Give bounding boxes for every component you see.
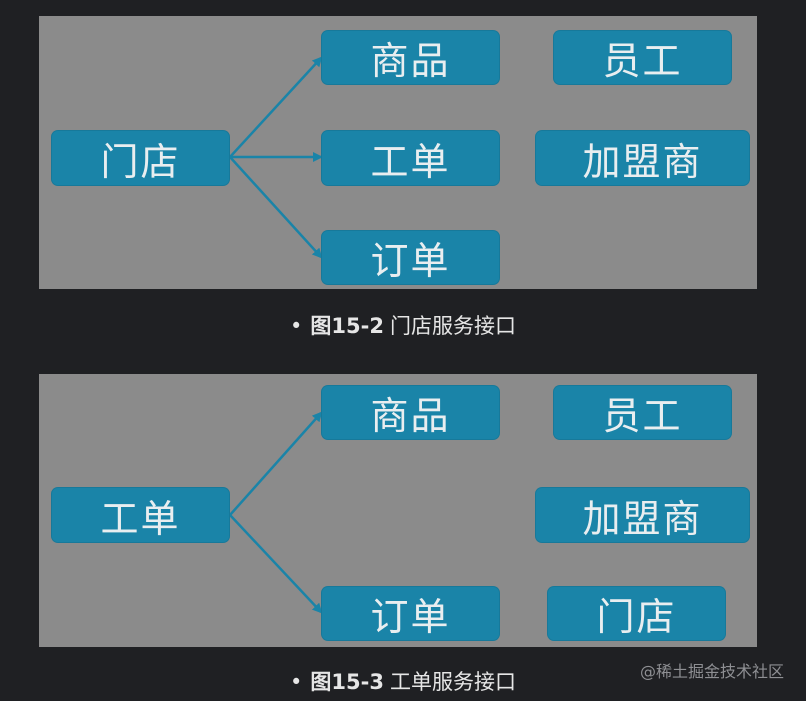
node-source: 工单: [51, 487, 230, 543]
node-side-mid: 加盟商: [535, 130, 750, 186]
arrows-layer: [229, 411, 323, 614]
node-target-bottom: 订单: [321, 230, 500, 285]
node-source: 门店: [51, 130, 230, 186]
arrows-layer: [229, 56, 323, 259]
diagram-store-service: 门店 商品 工单 订单 员工 加盟商: [39, 16, 757, 289]
diagram-workorder-service: 工单 商品 订单 员工 加盟商 门店: [39, 374, 757, 647]
node-side-top: 员工: [553, 385, 732, 440]
arrow-to-bottom: [229, 514, 323, 614]
caption-label: 图15-2: [310, 314, 384, 338]
caption-label: 图15-3: [310, 670, 384, 694]
arrow-to-top: [229, 56, 323, 158]
arrow-to-top: [229, 411, 323, 516]
caption-bullet: •: [290, 314, 303, 338]
watermark: @稀土掘金技术社区: [639, 662, 784, 681]
node-target-top: 商品: [321, 30, 500, 85]
caption-text: 工单服务接口: [389, 670, 516, 694]
node-target-top: 商品: [321, 385, 500, 440]
node-side-bottom: 门店: [547, 586, 726, 641]
node-target-bottom: 订单: [321, 586, 500, 641]
node-side-mid: 加盟商: [535, 487, 750, 543]
node-target-mid: 工单: [321, 130, 500, 186]
arrow-to-bottom: [229, 156, 323, 259]
node-side-top: 员工: [553, 30, 732, 85]
caption-text: 门店服务接口: [389, 314, 516, 338]
caption-bullet: •: [290, 670, 303, 694]
